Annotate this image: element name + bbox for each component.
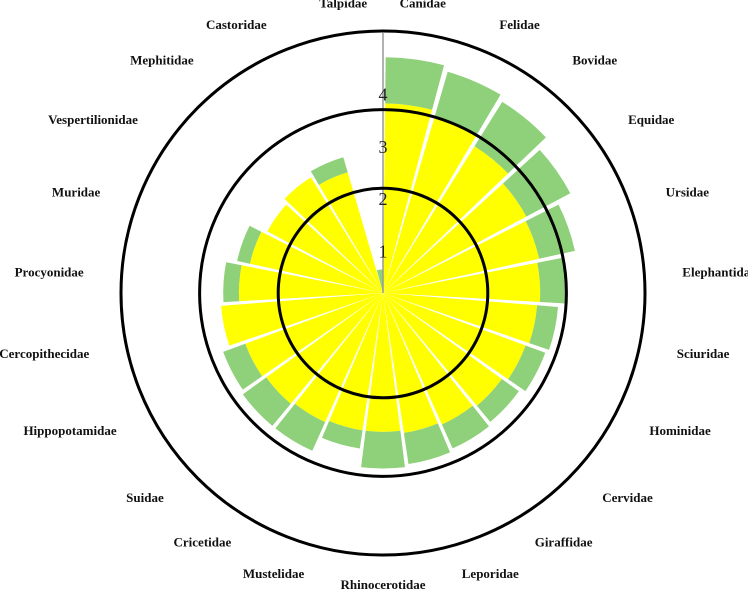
ring-layer — [119, 29, 647, 557]
category-label-ursidae: Ursidae — [666, 185, 710, 200]
bar-segment-2-ursidae — [525, 204, 575, 259]
category-label-castoridae: Castoridae — [206, 17, 267, 32]
tick-label-4: 4 — [379, 84, 388, 104]
bar-segment-1-hominidae — [383, 293, 526, 380]
bar-segment-1-ursidae — [383, 221, 540, 293]
category-label-talpidae: Talpidae — [319, 0, 367, 11]
category-label-cricetidae: Cricetidae — [174, 534, 232, 549]
bar-segment-1-hippopotamidae — [245, 293, 383, 377]
bar-segment-1-bovidae — [383, 146, 509, 293]
category-label-equidae: Equidae — [628, 112, 674, 127]
category-label-cervidae: Cervidae — [602, 490, 653, 505]
category-label-procyonidae: Procyonidae — [15, 265, 84, 280]
bar-segment-2-procyonidae — [223, 262, 242, 303]
category-label-leporidae: Leporidae — [462, 566, 519, 581]
ring-3.5 — [198, 108, 568, 478]
bars-layer — [221, 33, 575, 469]
bar-segment-2-sciuridae — [529, 305, 558, 350]
category-label-elephantidae: Elephantidae — [682, 265, 748, 280]
bar-segment-2-castoridae — [310, 157, 348, 185]
bar-segment-2-hippopotamidae — [223, 343, 263, 390]
bar-segment-1-giraffidae — [383, 293, 473, 425]
category-label-vespertilionidae: Vespertilionidae — [48, 112, 138, 127]
category-label-mustelidae: Mustelidae — [243, 566, 305, 581]
bar-segment-1-cervidae — [383, 293, 502, 406]
category-label-mephitidae: Mephitidae — [130, 52, 194, 67]
bar-segment-2-equidae — [502, 149, 571, 217]
bar-segment-1-suidae — [266, 293, 383, 404]
bar-segment-2-cervidae — [476, 378, 519, 422]
category-labels: CanidaeFelidaeBovidaeEquidaeUrsidaeEleph… — [0, 0, 748, 592]
category-label-sciuridae: Sciuridae — [677, 346, 730, 361]
tick-label-1: 1 — [379, 242, 388, 262]
bar-segment-2-cricetidae — [275, 403, 326, 451]
bar-segment-2-elephantidae — [537, 257, 567, 304]
category-label-felidae: Felidae — [499, 17, 540, 32]
category-label-cercopithecidae: Cercopithecidae — [0, 346, 89, 361]
bar-segment-1-sciuridae — [383, 293, 538, 344]
bar-segment-1-castoridae — [318, 172, 383, 293]
bar-segment-1-leporidae — [383, 293, 438, 433]
bar-segment-2-suidae — [242, 377, 291, 426]
tick-label-3: 3 — [379, 137, 388, 157]
bar-segment-1-cricetidae — [294, 293, 383, 423]
category-label-giraffidae: Giraffidae — [535, 534, 593, 549]
bar-segment-2-mustelidae — [322, 420, 363, 449]
ring-5 — [119, 29, 647, 557]
category-label-canidae: Canidae — [400, 0, 446, 11]
bar-segment-2-felidae — [434, 71, 501, 136]
bar-segment-2-talpidae — [376, 269, 383, 293]
tick-label-2: 2 — [379, 189, 388, 209]
bar-segment-1-vespertilionidae — [267, 204, 383, 293]
category-label-suidae: Suidae — [126, 490, 164, 505]
category-label-hominidae: Hominidae — [649, 423, 711, 438]
category-label-rhinocerotidae: Rhinocerotidae — [341, 577, 426, 592]
bar-segment-1-felidae — [383, 116, 477, 293]
bar-segment-1-canidae — [383, 103, 433, 293]
category-label-bovidae: Bovidae — [572, 52, 617, 67]
bar-segment-2-canidae — [385, 57, 445, 110]
bar-segment-2-hominidae — [508, 345, 546, 392]
category-label-hippopotamidae: Hippopotamidae — [23, 423, 116, 438]
bar-segment-2-bovidae — [474, 101, 546, 174]
ring-2 — [276, 186, 490, 400]
bar-segment-1-cercopithecidae — [221, 293, 383, 346]
radial-tick-labels: 1 2 3 4 — [379, 84, 388, 261]
bar-segment-1-mephitidae — [284, 177, 383, 293]
bar-segment-2-giraffidae — [441, 405, 489, 449]
category-label-muridae: Muridae — [52, 185, 101, 200]
bar-segment-2-leporidae — [403, 423, 451, 465]
bar-segment-1-elephantidae — [383, 262, 541, 302]
bar-segment-1-mustelidae — [329, 293, 383, 431]
bar-segment-1-procyonidae — [238, 265, 383, 302]
bar-segment-2-muridae — [237, 225, 262, 264]
bar-segment-1-equidae — [383, 183, 527, 293]
bar-segment-2-rhinocerotidae — [361, 430, 405, 469]
bar-segment-1-muridae — [249, 231, 383, 293]
